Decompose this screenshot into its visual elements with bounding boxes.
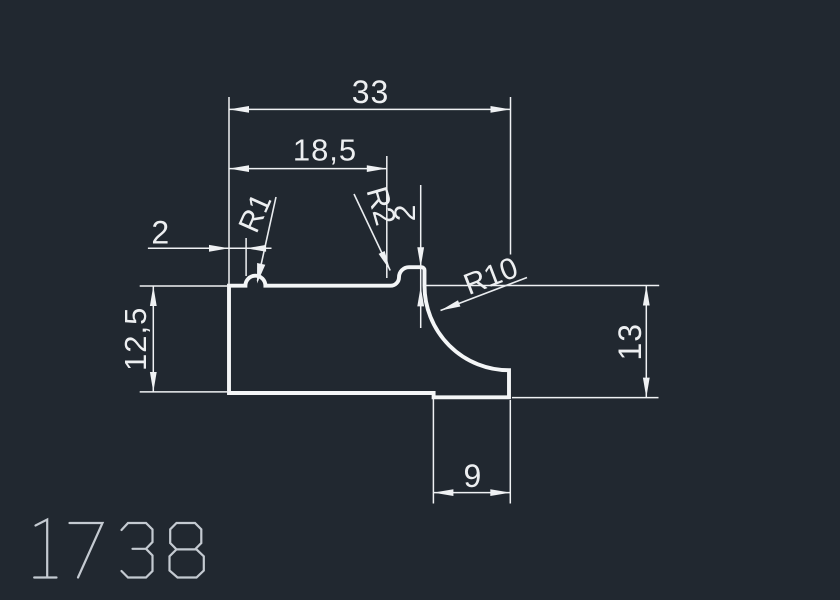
svg-text:18,5: 18,5 [293,133,357,168]
svg-text:9: 9 [464,458,483,494]
svg-text:33: 33 [352,74,390,110]
svg-text:2: 2 [389,205,422,222]
svg-text:2: 2 [151,215,170,251]
svg-text:13: 13 [612,323,648,361]
svg-text:12,5: 12,5 [118,307,153,371]
